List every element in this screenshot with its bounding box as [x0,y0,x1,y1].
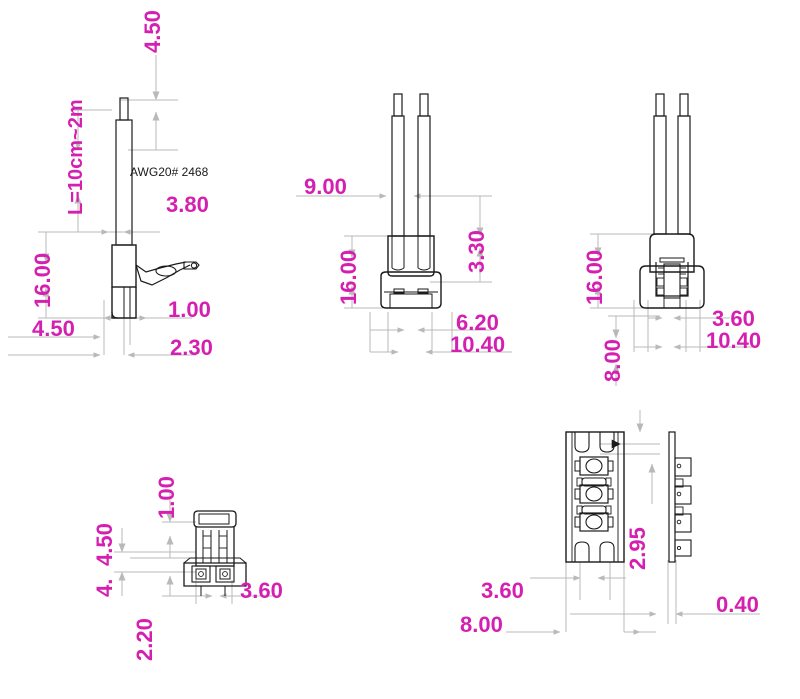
view2-geometry [380,93,442,309]
dim-view1-body-height: 16.00 [30,253,55,308]
dim-view5-thickness: 0.40 [716,592,759,617]
dim-view2-neck: 3.30 [464,230,489,273]
dim-view1-width: 2.30 [170,335,213,360]
dim-view3-height: 16.00 [582,250,607,305]
view3-geometry [639,93,705,309]
dim-view3-overall-width: 10.40 [706,328,761,353]
note-wire-spec: AWG20# 2468 [130,165,209,179]
dim-view5-strip-width: 8.00 [460,612,503,637]
part-geometry-group [111,93,705,596]
dim-view2-height: 16.00 [336,250,361,305]
dim-view5-pad-pitch: 3.60 [481,578,524,603]
view1-geometry [111,97,200,319]
dim-view1-wire-offset: 3.80 [166,192,209,217]
dim-view1-lead: 1.00 [168,297,211,322]
dim-view4-width: 3.60 [240,578,283,603]
dim-view4-lower: 4. [92,579,117,597]
dim-view5-strip-height: 2.95 [625,527,650,570]
dim-view4-top-tab: 1.00 [154,476,179,519]
dim-view2-pin-pitch: 6.20 [456,310,499,335]
dimension-text-group: 4.50 L=10cm~2m AWG20# 2468 3.80 16.00 1.… [30,10,761,661]
dim-view1-top: 4.50 [140,10,165,53]
dim-view2-overall-width: 10.40 [450,332,505,357]
dim-view2-wire-span: 9.00 [304,174,347,199]
dim-view3-pin-pitch: 3.60 [712,306,755,331]
dim-view1-left: 4.50 [32,316,75,341]
dim-view4-base: 2.20 [132,618,157,661]
view4-geometry [183,510,247,596]
dim-view3-depth: 8.00 [600,339,625,382]
view5-strip-side [668,431,692,563]
dim-view4-mid: 4.50 [92,523,117,566]
dim-view1-wire-length: L=10cm~2m [65,99,87,215]
view5-strip-top [565,431,625,563]
